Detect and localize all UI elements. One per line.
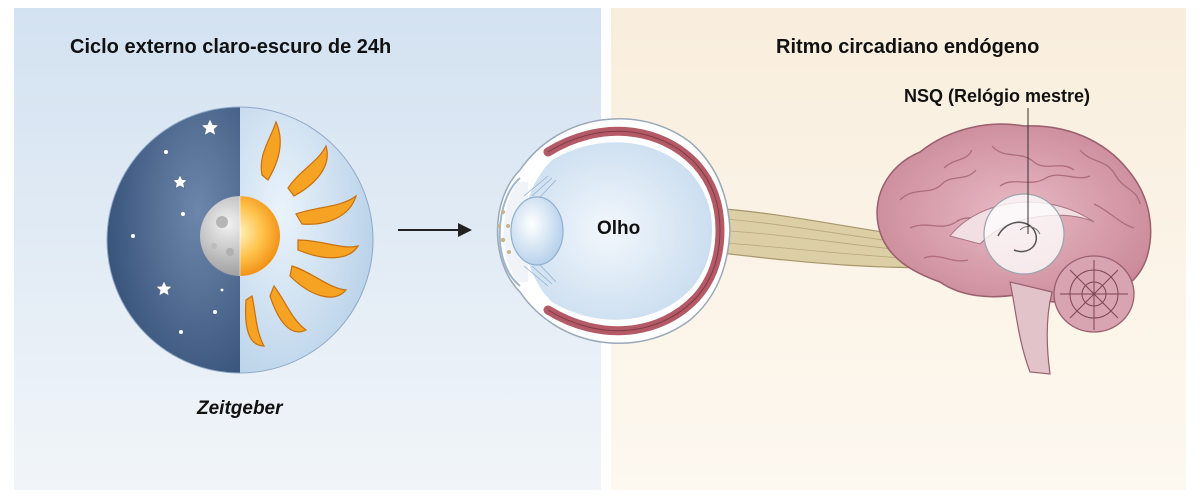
right-panel-title: Ritmo circadiano endógeno	[776, 36, 1039, 59]
left-panel-title: Ciclo externo claro-escuro de 24h	[70, 36, 391, 59]
zeitgeber-label: Zeitgeber	[197, 398, 283, 420]
scn-label: NSQ (Relógio mestre)	[904, 86, 1090, 107]
eye-label: Olho	[597, 218, 640, 240]
lens	[511, 197, 563, 265]
scn-highlight	[984, 194, 1064, 274]
cerebellum	[1054, 256, 1134, 332]
